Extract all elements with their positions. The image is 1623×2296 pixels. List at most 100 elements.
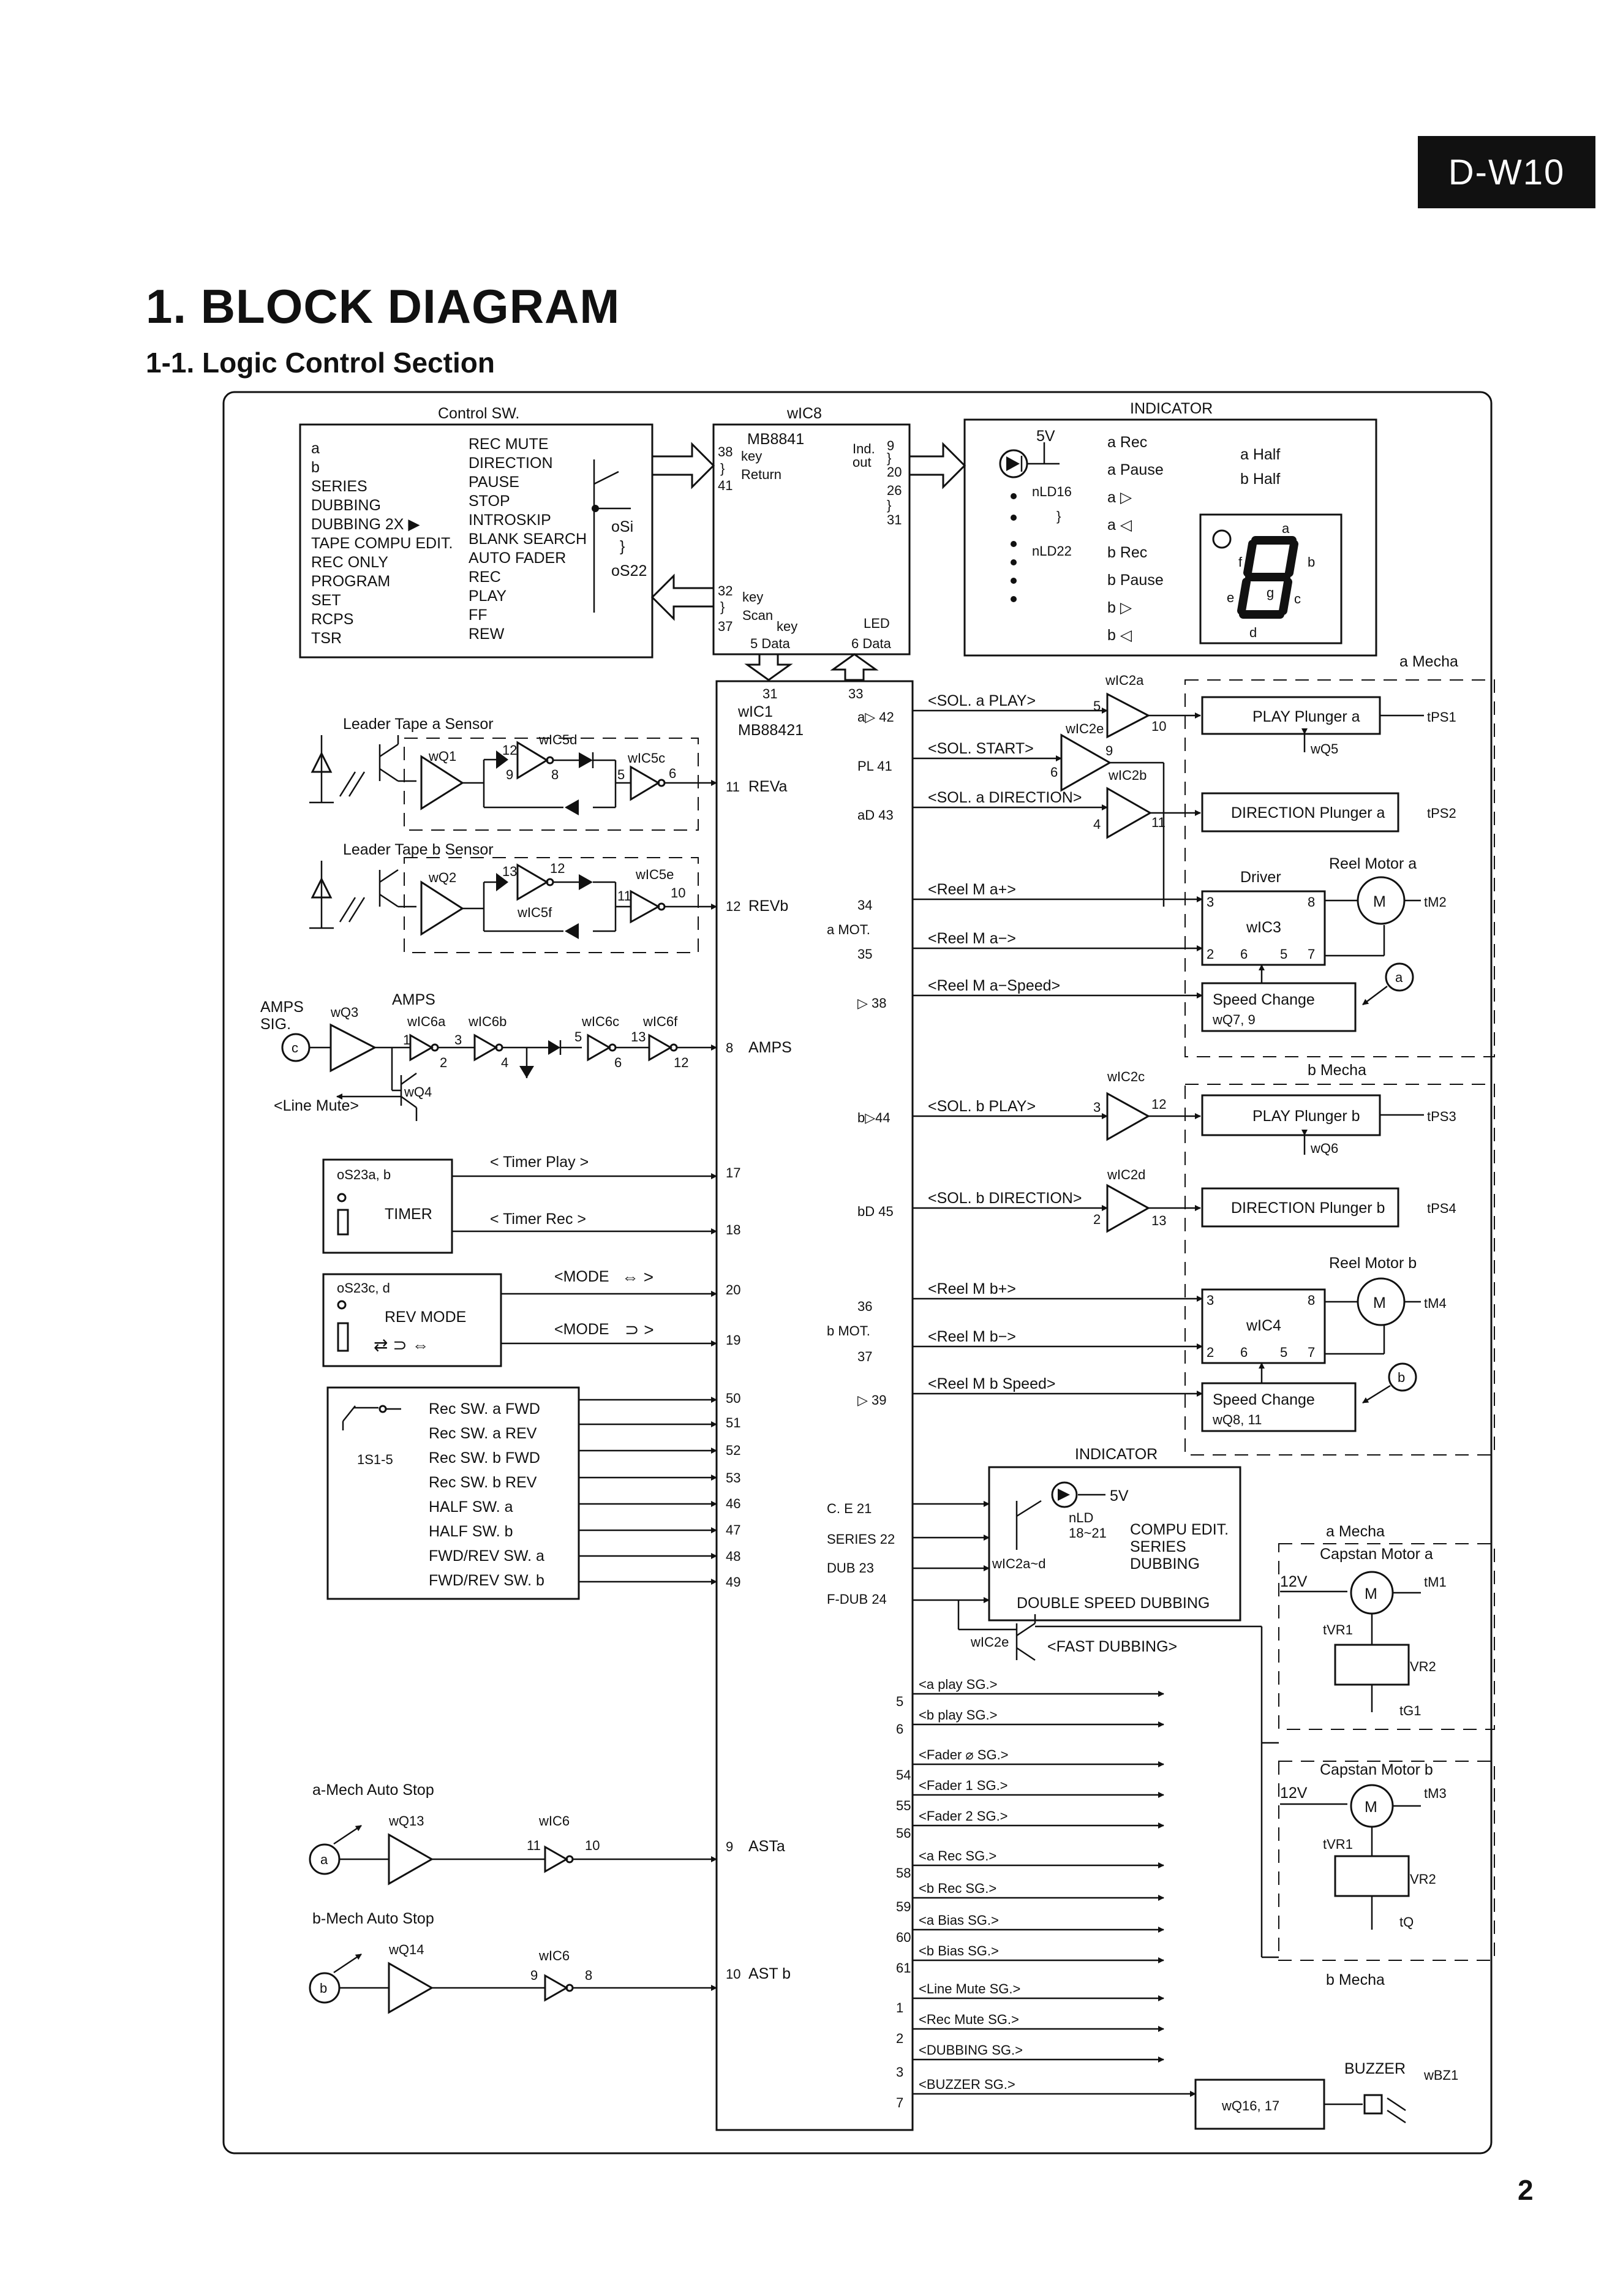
rec-switch-label-7: FWD/REV SW. b <box>429 1572 544 1589</box>
ic2b-buffer-icon <box>1106 787 1153 839</box>
ic1-to-ic8-arrow <box>830 653 879 681</box>
auto-stop-b-input-icon <box>309 1972 341 2004</box>
capstan-a-tag: tM1 <box>1424 1574 1447 1590</box>
rec-switch-label-6: FWD/REV SW. a <box>429 1547 544 1565</box>
ic8-6data-label: 6 Data <box>851 636 892 651</box>
segment-g: g <box>1267 585 1274 600</box>
ic6c-pin-6: 6 <box>614 1055 622 1070</box>
ic2b-label: wIC2b <box>1108 768 1147 783</box>
ic1-left-label-1: REVb <box>748 897 788 915</box>
ic1-left-pin-12: 47 <box>726 1522 740 1538</box>
play-plunger-a-tag: tPS1 <box>1427 709 1456 725</box>
ic8-pin-37: 37 <box>718 619 732 634</box>
ic5f-gate-icon <box>516 863 549 901</box>
ic5d-pin-8: 8 <box>551 767 559 782</box>
segment-c: c <box>1294 591 1301 606</box>
indicator-compu-edit: COMPU EDIT. <box>1130 1521 1229 1538</box>
ic1-right-pin-9: 36 <box>857 1299 872 1314</box>
indicator-ic2e: wIC2e <box>970 1634 1009 1650</box>
auto-stop-b-gate-icon <box>544 1974 569 2002</box>
output-signal-9: <Line Mute SG.> <box>919 1981 1020 1996</box>
control-sw-left-3: DUBBING <box>311 497 381 514</box>
indicator-double-speed: DOUBLE SPEED DUBBING <box>1017 1595 1210 1612</box>
a-mecha-group: a Mecha <SOL. a PLAY><SOL. START><SOL. a… <box>913 653 1495 1057</box>
ic8-return-label: Return <box>741 467 781 482</box>
output-signal-7: <a Bias SG.> <box>919 1913 999 1928</box>
capstan-b-vr1: tVR1 <box>1323 1837 1353 1852</box>
capstan-b-vr2: VR2 <box>1410 1871 1436 1887</box>
ic2d-pin-2: 2 <box>1093 1212 1101 1227</box>
reel-sensor-b-label: b <box>1398 1370 1405 1385</box>
control-sw-id-2: } <box>620 538 625 555</box>
ic8-block: wIC8 MB8841 38 key } Return 41 Ind. out … <box>712 405 911 655</box>
control-sw-left-1: b <box>311 459 320 476</box>
ic4-pin-3: 3 <box>1207 1293 1214 1308</box>
ic1-lower-pin-1: 6 <box>896 1721 903 1737</box>
q3-label: wQ3 <box>330 1005 358 1020</box>
ic1-right-pin-10: b MOT. <box>827 1323 870 1339</box>
ic1-right-pin-1: PL 41 <box>857 758 892 774</box>
indicator-b-half: b Half <box>1240 470 1280 488</box>
timer-switch-icon <box>337 1209 349 1236</box>
control-sw-left-4: DUBBING 2X ▶ <box>311 516 420 533</box>
control-sw-right-4: INTROSKIP <box>469 512 551 529</box>
output-signals: <a play SG.><b play SG.><Fader ⌀ SG.><Fa… <box>913 1677 1196 2097</box>
ic1-left-pin-11: 46 <box>726 1496 740 1511</box>
ic1-right-pin-11: 37 <box>857 1349 872 1364</box>
ic2e-label: wIC2e <box>1065 721 1104 736</box>
auto-stop-a-title: a-Mech Auto Stop <box>312 1781 434 1799</box>
control-sw-right-9: FF <box>469 606 488 624</box>
ic1-right-pin-4: a MOT. <box>827 922 870 937</box>
control-sw-right-1: DIRECTION <box>469 455 553 472</box>
sensor-b-title: Leader Tape b Sensor <box>343 841 494 858</box>
rec-switch-id: 1S1-5 <box>357 1452 393 1467</box>
ic1-lower-pin-10: 2 <box>896 2031 903 2046</box>
ic2a-label: wIC2a <box>1105 673 1144 688</box>
ic2a-pin-5: 5 <box>1093 698 1101 714</box>
ic1-right-pin-12: ▷ 39 <box>857 1392 887 1408</box>
ic5c-pin-6: 6 <box>669 766 676 781</box>
diagram-frame <box>222 391 1493 2154</box>
ic1-lower-pin-8: 61 <box>896 1960 911 1976</box>
leader-tape-a-sensor: Leader Tape a Sensor wQ1 wIC5d 12 9 8 <box>309 716 717 831</box>
rev-mode-label: REV MODE <box>385 1308 466 1326</box>
direction-plunger-b-tag: tPS4 <box>1427 1201 1456 1216</box>
play-plunger-b-tag: tPS3 <box>1427 1109 1456 1124</box>
timer-label: TIMER <box>385 1206 432 1223</box>
timer-play-signal: < Timer Play > <box>490 1154 589 1171</box>
ic5e-pin-11: 11 <box>617 888 631 904</box>
control-sw-left-8: SET <box>311 592 341 609</box>
indicator-mid-led: nLD <box>1069 1510 1093 1525</box>
ic5c-pin-5: 5 <box>617 767 625 782</box>
ic8-key3-label: key <box>777 619 797 634</box>
ic6f-pin-12: 12 <box>674 1055 688 1070</box>
q4-label: wQ4 <box>404 1084 432 1100</box>
ic3-pin-7: 7 <box>1308 946 1315 962</box>
capstan-a-m: M <box>1365 1585 1377 1603</box>
control-sw-id-1: oSi <box>611 518 633 535</box>
ic8-led-label: LED <box>864 616 890 631</box>
ic1-lower-pin-2: 54 <box>896 1767 911 1783</box>
ic2c-pin-3: 3 <box>1093 1100 1101 1115</box>
q1-label: wQ1 <box>428 749 456 764</box>
capstan-a-12v: 12V <box>1280 1573 1308 1590</box>
segment-e: e <box>1227 590 1234 605</box>
buzzer-label: BUZZER <box>1344 2060 1406 2077</box>
reel-motor-a-label: Reel Motor a <box>1329 855 1417 872</box>
ic6f-pin-13: 13 <box>631 1029 646 1044</box>
speed-change-a-q: wQ7, 9 <box>1212 1012 1256 1027</box>
indicator-led-7: b ◁ <box>1107 627 1132 644</box>
direction-plunger-a-tag: tPS2 <box>1427 806 1456 821</box>
ic3-label: wIC3 <box>1246 919 1281 936</box>
ic8-pin-41: 41 <box>718 478 732 493</box>
output-signal-2: <Fader ⌀ SG.> <box>919 1747 1009 1762</box>
ic8-key-label: key <box>741 448 762 464</box>
auto-stop-b-circle: b <box>320 1981 327 1996</box>
ic8-pin-range: } <box>720 461 725 476</box>
ic1-left-pin-4: 18 <box>726 1222 740 1237</box>
sensor-a-title: Leader Tape a Sensor <box>343 716 494 733</box>
ic8-pin-32: 32 <box>718 583 732 599</box>
